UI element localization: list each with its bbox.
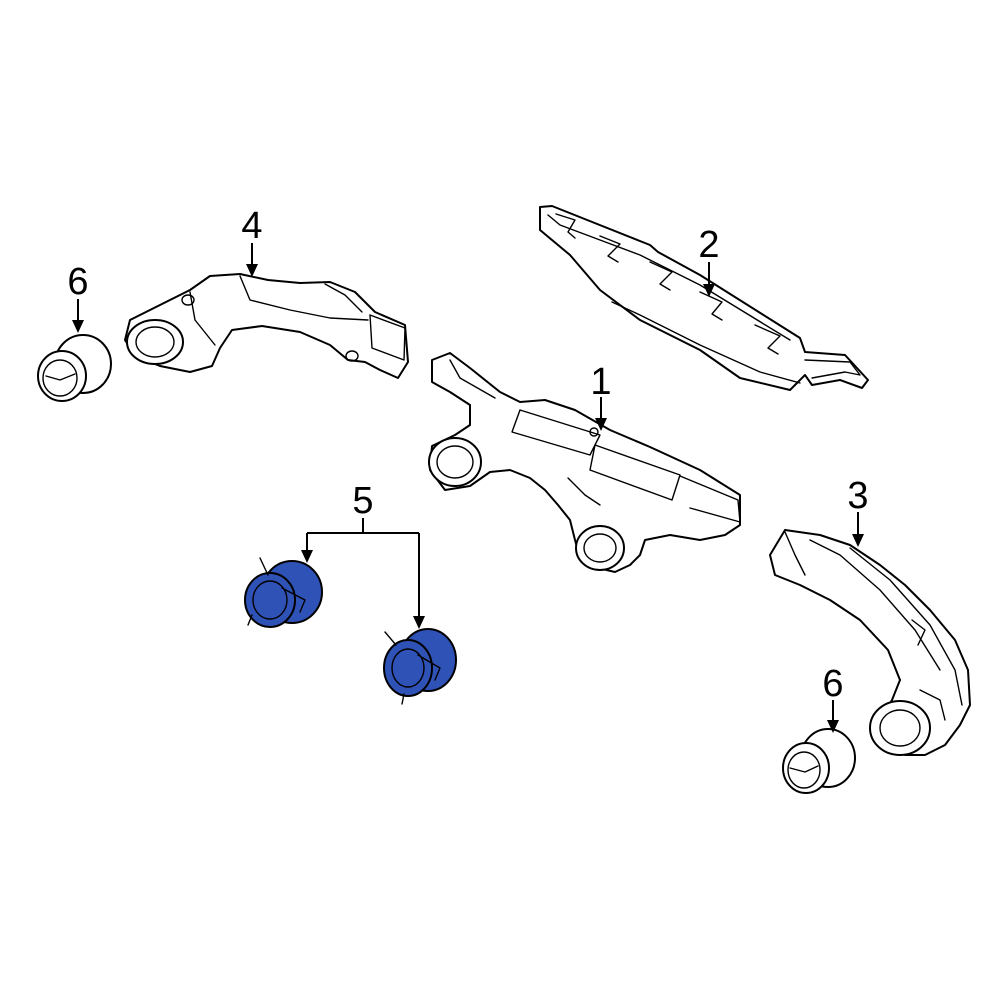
callout-6-right: 6	[822, 663, 843, 705]
callout-1: 1	[590, 361, 611, 403]
callout-labels: 1 2 3 4 5 6 6	[67, 205, 868, 705]
part-3-right-air-duct[interactable]	[769, 529, 971, 756]
callout-4: 4	[241, 205, 262, 247]
callout-2: 2	[698, 224, 719, 266]
part-5-outlet-vent-pair[interactable]	[244, 557, 457, 705]
callout-6-left: 6	[67, 261, 88, 303]
part-6-grommet-right[interactable]	[782, 728, 856, 794]
part-4-left-air-duct[interactable]	[124, 273, 409, 379]
outlet-vent-lower	[383, 628, 457, 705]
part-6-grommet-left[interactable]	[37, 334, 112, 402]
callout-5: 5	[352, 480, 373, 522]
part-1-center-air-duct[interactable]	[428, 352, 741, 573]
callout-3: 3	[847, 475, 868, 517]
leader-lines	[72, 243, 864, 733]
part-2-upper-vent-duct[interactable]	[539, 205, 869, 391]
outlet-vent-upper	[244, 557, 323, 628]
